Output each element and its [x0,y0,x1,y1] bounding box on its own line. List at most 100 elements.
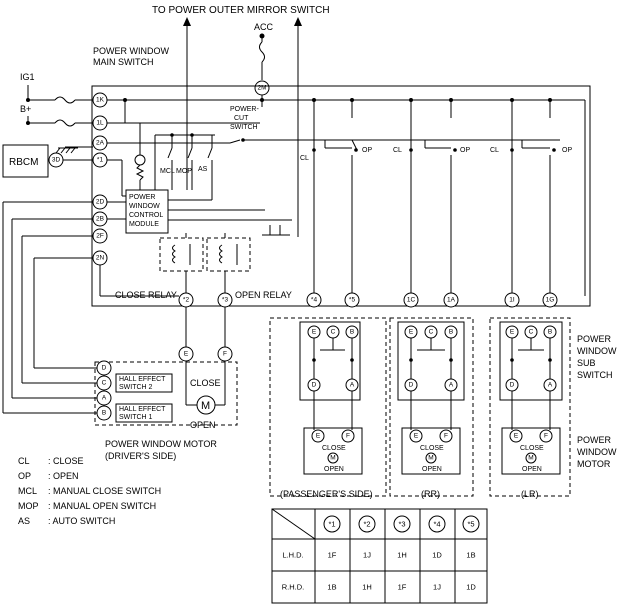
svg-text:OPEN: OPEN [324,466,344,473]
svg-text:C: C [331,329,336,336]
lr-label: (LR) [521,489,539,499]
table-header: *1 [328,520,335,529]
as-label: AS [198,166,208,173]
svg-text:*4: *4 [311,297,318,304]
close-relay-label: CLOSE RELAY [115,290,177,300]
svg-text:CLOSE: CLOSE [322,445,346,452]
svg-text:OP: OP [18,471,31,481]
main-switch-box [91,85,591,307]
resistor-icon [135,164,145,181]
svg-text:A: A [449,382,454,389]
svg-text:CL: CL [300,155,309,162]
close-label: CLOSE [190,378,221,388]
svg-text:2N: 2N [96,255,105,262]
arrow-up-icon [294,17,302,237]
bplus-label: B+ [20,104,31,114]
rr-sub-box [389,317,474,497]
svg-text:E: E [414,433,419,440]
sub-motor-label-3: MOTOR [577,459,611,469]
arrow-up-icon [183,17,191,190]
svg-text:CL: CL [18,456,30,466]
svg-text:E: E [184,351,189,358]
svg-text:D: D [312,382,317,389]
hall-switch-1 [115,403,173,423]
svg-text:E: E [316,433,321,440]
svg-text:HALL EFFECT: HALL EFFECT [119,406,166,413]
svg-text:F: F [346,433,350,440]
main-switch-label-1: POWER WINDOW [93,46,169,56]
svg-text:SWITCH 1: SWITCH 1 [119,414,153,421]
svg-text:A: A [548,382,553,389]
table-cell: 1H [397,551,407,560]
table-cell: 1J [363,551,371,560]
table-cell: 1J [433,583,441,592]
rbcm-box [2,144,49,178]
svg-text:AS: AS [18,516,30,526]
svg-text:*5: *5 [349,297,356,304]
table-header: *5 [467,520,474,529]
svg-text:OP: OP [562,147,572,154]
svg-text:MCL: MCL [18,486,37,496]
svg-text:2M: 2M [257,85,266,92]
table-cell: 1F [398,583,407,592]
svg-text:M: M [330,455,335,462]
row-label-lhd: L.H.D. [282,551,303,560]
driver-motor-label-1: POWER WINDOW MOTOR [105,439,217,449]
table-cell: 1B [327,583,336,592]
svg-text:1I: 1I [509,297,515,304]
rr-label: (RR) [421,489,440,499]
acc-fuse-icon [259,41,265,63]
svg-text:: OPEN: : OPEN [48,471,79,481]
table-header: *3 [398,520,405,529]
svg-text:M: M [201,400,210,412]
svg-text:MOP: MOP [18,501,39,511]
svg-text:B: B [449,329,453,336]
table-cell: 1F [328,551,337,560]
svg-text:HALL EFFECT: HALL EFFECT [119,376,166,383]
table-cell: 1B [466,551,475,560]
sub-motor-label-1: POWER [577,435,612,445]
svg-text:F: F [544,433,548,440]
svg-text:: AUTO SWITCH: : AUTO SWITCH [48,516,115,526]
passenger-sub-switch: E C B D A [299,321,361,401]
table-cell: 1D [466,583,476,592]
svg-text:2B: 2B [96,216,104,223]
svg-text:: CLOSE: : CLOSE [48,456,84,466]
svg-text:B: B [548,329,552,336]
svg-text:E: E [510,329,515,336]
svg-text:2F: 2F [96,233,104,240]
rr-sub-switch: E C B D A [397,321,465,401]
svg-text:OPEN: OPEN [522,466,542,473]
svg-text:SWITCH 2: SWITCH 2 [119,384,153,391]
open-relay-box [206,237,251,272]
svg-text:*2: *2 [183,297,190,304]
svg-text:F: F [223,351,227,358]
svg-text:CUT: CUT [234,115,249,122]
svg-text:: MANUAL OPEN SWITCH: : MANUAL OPEN SWITCH [48,501,156,511]
lr-motor: E F CLOSE M OPEN [501,391,561,475]
svg-text:M: M [428,455,433,462]
svg-text:2A: 2A [96,140,105,147]
svg-text:1A: 1A [447,297,456,304]
pwcm-box [125,189,169,234]
svg-text:D: D [102,365,107,372]
table-header: *2 [363,520,370,529]
svg-text:B: B [350,329,354,336]
sub-motor-label-2: WINDOW [577,447,617,457]
open-relay-label: OPEN RELAY [235,290,292,300]
svg-text:: MANUAL CLOSE SWITCH: : MANUAL CLOSE SWITCH [48,486,161,496]
svg-text:1L: 1L [96,120,104,127]
driver-motor-box [94,361,238,426]
acc-label: ACC [254,22,274,32]
fuse-icon [54,119,76,127]
svg-text:3D: 3D [52,157,61,164]
svg-text:F: F [444,433,448,440]
svg-text:OP: OP [362,147,372,154]
open-label: OPEN [190,420,216,430]
svg-text:D: D [409,382,414,389]
passenger-side-label: (PASSENGER'S SIDE) [280,489,373,499]
svg-text:CLOSE: CLOSE [520,445,544,452]
svg-text:A: A [102,395,107,402]
svg-text:SWITCH: SWITCH [230,124,258,131]
